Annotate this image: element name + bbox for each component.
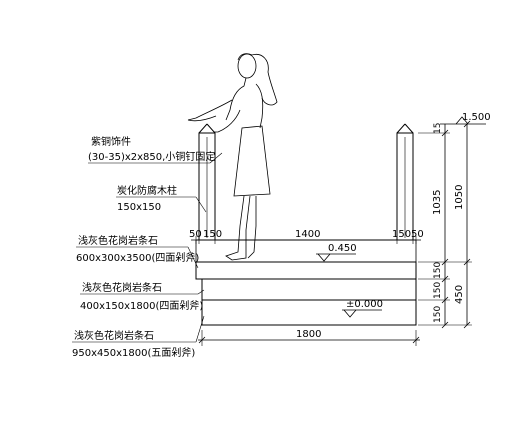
dim-150-left: 150 — [203, 229, 222, 240]
label-stone3-spec: 950x450x1800(五面剁斧) — [72, 346, 195, 359]
dim-150-c: 150 — [433, 306, 443, 323]
label-stone2-name: 浅灰色花岗岩条石 — [82, 281, 162, 294]
dim-50-left: 50 — [189, 229, 202, 240]
stone-course-middle — [201, 278, 417, 301]
dim-150-b: 150 — [433, 282, 443, 299]
leader-stone3 — [72, 315, 205, 343]
left-wooden-post — [198, 123, 216, 241]
leader-stone2 — [80, 289, 205, 295]
stone-course-base — [201, 299, 417, 326]
label-stone1-name: 浅灰色花岗岩条石 — [78, 234, 158, 247]
deck-level-marker — [316, 253, 356, 262]
dim-1050: 1050 — [454, 185, 465, 210]
dim-1800: 1800 — [296, 329, 321, 340]
top-dimension-chain — [191, 236, 421, 244]
dim-1035: 1035 — [432, 190, 443, 215]
dim-50-right: 50 — [411, 229, 424, 240]
dim-150-right: 150 — [392, 229, 411, 240]
right-wooden-post — [396, 123, 414, 241]
elev-1500: 1.500 — [462, 112, 491, 123]
deck-level-label: 0.450 — [328, 243, 357, 254]
leader-stone1 — [76, 246, 199, 269]
dim-1400: 1400 — [295, 229, 320, 240]
stone-course-top — [195, 261, 417, 280]
leader-post — [116, 196, 207, 213]
label-bronze-spec: (30-35)x2x850,小铜钉固定 — [88, 150, 215, 163]
leader-bronze — [88, 152, 223, 164]
bottom-dimension-1800 — [198, 330, 420, 346]
ground-level-label: ±0.000 — [346, 299, 383, 310]
label-bronze-ornament: 紫铜饰件 — [91, 135, 131, 148]
right-elevation-marker — [440, 116, 486, 125]
right-vertical-dimensions — [418, 120, 472, 329]
ground-level-marker — [342, 309, 382, 318]
label-stone1-spec: 600x300x3500(四面剁斧) — [76, 251, 199, 264]
label-stone2-spec: 400x150x1800(四面剁斧) — [80, 299, 203, 312]
label-stone3-name: 浅灰色花岗岩条石 — [74, 329, 154, 342]
dim-150-a: 150 — [433, 262, 443, 279]
label-post-size: 150x150 — [117, 202, 161, 213]
dim-15: 15 — [433, 123, 443, 134]
scale-figure-woman — [187, 53, 278, 261]
dim-450: 450 — [454, 285, 465, 304]
label-post-name: 炭化防腐木柱 — [117, 184, 177, 197]
